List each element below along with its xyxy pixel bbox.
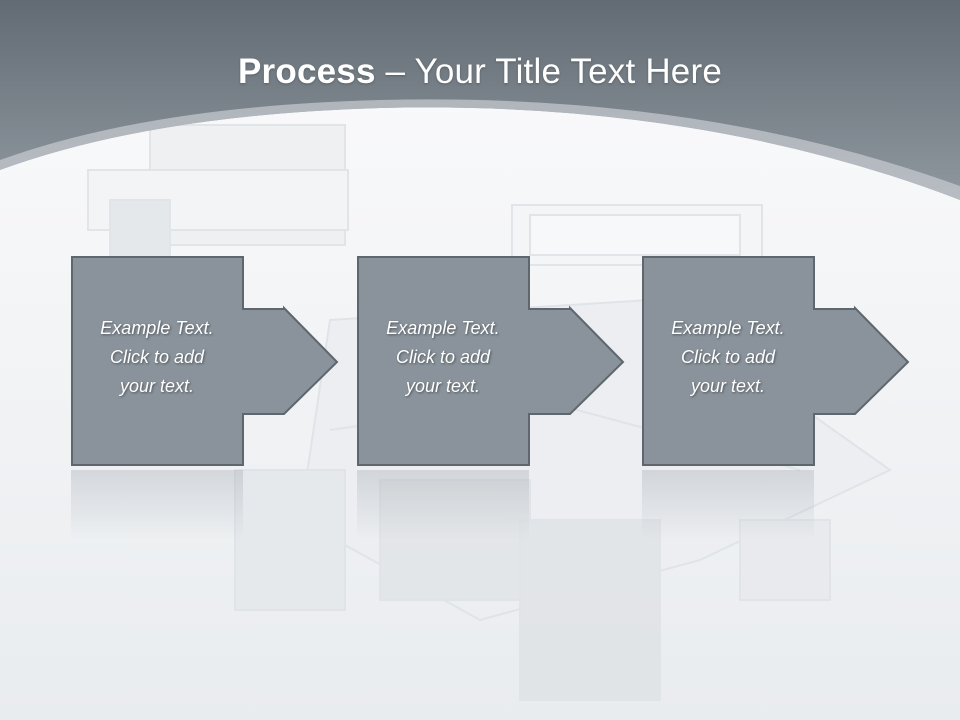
step-text: Example Text. Click to add your text. bbox=[100, 318, 214, 396]
arrow-box-shape bbox=[357, 256, 625, 466]
arrow-box-shape bbox=[71, 256, 339, 466]
arrow-box-shape bbox=[642, 256, 910, 466]
title-rest: – Your Title Text Here bbox=[375, 52, 722, 91]
step-reflection bbox=[642, 470, 814, 540]
process-step-2[interactable]: Example Text. Click to add your text. bbox=[357, 256, 625, 466]
header-band bbox=[0, 0, 960, 200]
step-reflection bbox=[71, 470, 243, 540]
process-step-1[interactable]: Example Text. Click to add your text. bbox=[71, 256, 339, 466]
title-bold: Process bbox=[238, 52, 376, 91]
step-reflection bbox=[357, 470, 529, 540]
step-text: Example Text. Click to add your text. bbox=[386, 318, 500, 396]
slide-title[interactable]: Process – Your Title Text Here bbox=[0, 52, 960, 92]
process-step-3[interactable]: Example Text. Click to add your text. bbox=[642, 256, 910, 466]
step-text: Example Text. Click to add your text. bbox=[671, 318, 785, 396]
